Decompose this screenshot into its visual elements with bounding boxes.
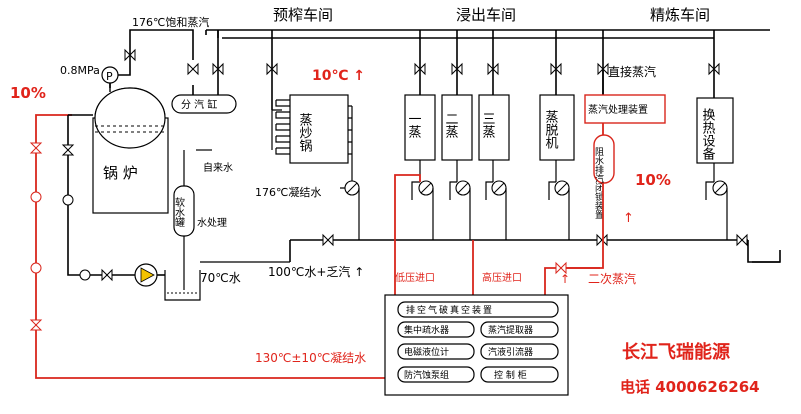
evap2-label: 二蒸 [443,112,459,139]
brand-phone: 电话 4000626264 [620,378,760,396]
secondary-steam-valve [555,261,567,275]
pressure-gauge: P [101,66,119,92]
system-box: 排空气破真空装置 集中疏水器 蒸汽提取器 电磁液位计 汽液引流器 防汽蚀泵组 控… [384,294,569,396]
cooker-label: 蒸炒锅 [297,113,313,152]
saturated-steam-label: 176℃饱和蒸汽 [132,15,209,29]
evap1-label: 一蒸 [406,112,422,139]
hot-water-label: 70℃水 [200,271,241,285]
brand-name: 长江飞瑞能源 [622,341,730,363]
pct-right-label: 10% [635,171,671,189]
drain-traps [340,160,728,240]
boiler: 锅 炉 [92,87,169,214]
system-item-0-0: 排空气破真空装置 [406,304,494,316]
boiler-pressure: 0.8MPa [60,64,100,77]
section-refining: 精炼车间 [650,6,710,24]
boiler-label: 锅 炉 [103,164,138,182]
return-valve-right [736,233,748,247]
gauge-symbol: P [106,70,113,83]
temp-rise-label: 10℃ ↑ [312,68,365,84]
pct-left-label: 10% [10,84,46,102]
cooker: 蒸炒锅 [271,94,353,170]
system-item-2-1: 汽液引流器 [488,346,533,358]
system-item-2-0: 电磁液位计 [404,346,449,358]
water-treatment-label: 水处理 [197,217,227,229]
evaporator-3: 三蒸 [478,94,510,161]
system-item-3-1: 控 制 柜 [494,369,527,381]
condensate-return-black [289,205,781,263]
heat-exchanger: 换热设备 [696,97,734,164]
steam-header-pipes [109,29,770,110]
tap-water-label: 自来水 [203,161,233,174]
feed-pump [134,263,158,287]
desolventizer-label: 蒸脱机 [543,110,559,150]
lock-device-label: 阻水排汽闭锁装置 [593,147,604,219]
header-valves [124,48,720,76]
heat-exchanger-label: 换热设备 [700,108,716,161]
evaporator-1: 一蒸 [404,94,436,161]
softener-tank: 软水罐 [173,185,195,237]
direct-steam-label: 直接蒸汽 [608,64,656,79]
system-item-3-0: 防汽蚀泵组 [404,369,449,381]
desolventizer: 蒸脱机 [539,94,575,161]
secondary-steam-label: 二次蒸汽 [588,271,636,286]
distributor-label: 分 汽 缸 [181,98,217,111]
condensate-176-label: 176℃凝结水 [255,185,321,199]
evaporator-2: 二蒸 [441,94,473,161]
secondary-up-arrow: ↑ [560,272,570,286]
high-inlet-label: 高压进口 [482,271,522,284]
condensate-red-lines [35,114,604,379]
steam-distributor: 分 汽 缸 [171,94,237,114]
system-item-1-0: 集中疏水器 [404,324,449,336]
mixed-100-label: 100℃水+乏汽 ↑ [268,264,364,279]
hot-water-tank [164,270,201,301]
lock-device: 阻水排汽闭锁装置 [593,134,615,219]
steam-processor-label: 蒸汽处理装置 [588,103,648,116]
return-valve-mid [596,233,608,247]
low-inlet-label: 低压进口 [395,271,435,284]
red-left-valves [29,142,43,331]
section-prepress: 预榨车间 [273,6,333,24]
steam-processor: 蒸汽处理装置 [584,94,666,124]
section-leaching: 浸出车间 [456,6,516,24]
evap3-label: 三蒸 [480,112,496,139]
system-item-1-1: 蒸汽提取器 [488,324,533,336]
return-valve-left [322,233,334,247]
condensate-130-label: 130℃±10℃凝结水 [255,350,366,365]
softener-label: 软水罐 [173,196,185,228]
feed-valves [61,144,113,282]
up-arrow-red: ↑ [623,211,634,226]
